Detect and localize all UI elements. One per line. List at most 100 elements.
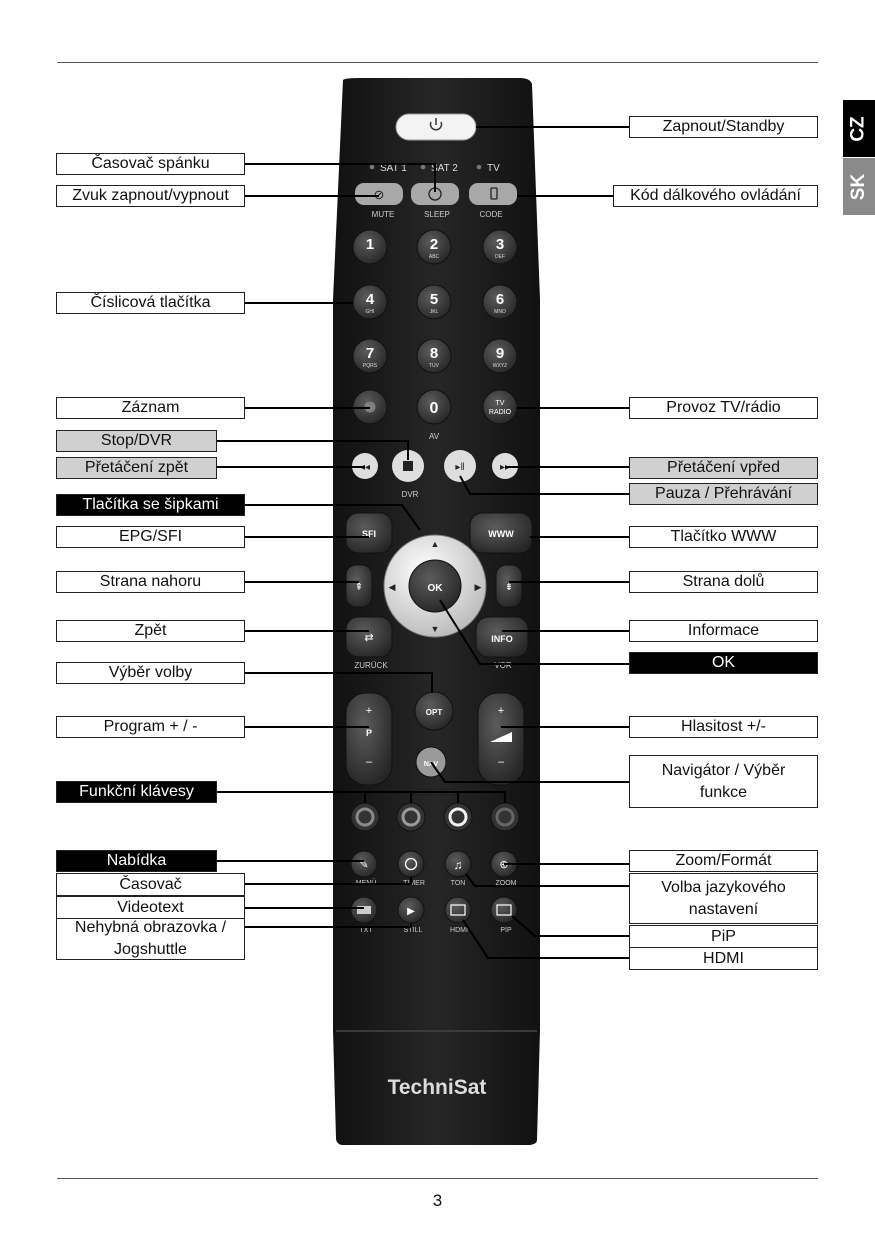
audio-button[interactable] [444,850,472,878]
pip-button[interactable] [490,896,518,924]
mute-button[interactable] [355,183,403,205]
www-button[interactable] [469,512,533,554]
digit-0-button[interactable] [416,389,452,425]
label-arrow-buttons: Tlačítka se šipkami [56,494,245,516]
back-icon: ⇄ [364,632,373,644]
page-down-icon: ⇟ [505,582,513,593]
volume-icon [490,732,512,742]
wrench-icon: ✎ [359,859,368,871]
label-stop-dvr: Stop/DVR [56,430,217,452]
digit-8-letters: TUV [429,363,440,369]
ok-button[interactable] [408,559,462,613]
play-pause-button[interactable] [444,450,476,482]
function-key-yellow[interactable] [443,802,473,832]
label-hdmi: HDMI [629,947,818,970]
sfi-button[interactable] [345,512,393,554]
label-page-up: Strana nahoru [56,571,245,593]
label-still-jogshuttle: Nehybná obrazovka / Jogshuttle [56,918,245,960]
zuruck-label: ZURÜCK [354,661,388,670]
digit-2-button[interactable] [416,229,452,265]
label-digit-buttons: Číslicová tlačítka [56,292,245,314]
timer-button[interactable] [397,850,425,878]
source-tv: TV [487,163,500,174]
brand-logo: TechniSat [388,1076,487,1099]
digit-3-letters: DEF [495,254,505,260]
page-up-button[interactable] [345,564,373,608]
function-key-blue-ring [495,807,515,827]
digit-9-label: 9 [496,345,504,362]
hdmi-button[interactable] [444,896,472,924]
label-rewind: Přetáčení zpět [56,457,217,479]
hdmi-icon [450,904,466,916]
digit-2-letters: ABC [429,254,440,260]
label-program: Program + / - [56,716,245,738]
tv-radio-button[interactable] [482,389,518,425]
source-sat1: SAT 1 [380,163,407,174]
program-rocker[interactable] [345,692,393,786]
digit-5-letters: JKL [430,309,439,315]
digit-8-label: 8 [430,345,438,362]
page-up-icon: ⇞ [355,582,363,593]
still-label: STILL [404,927,423,934]
menu-button[interactable] [350,850,378,878]
digit-2-label: 2 [430,236,438,253]
digit-6-button[interactable] [482,284,518,320]
led-sat1 [369,164,375,170]
www-label: WWW [488,529,514,539]
top-rule [57,62,818,63]
sleep-button[interactable] [411,183,459,205]
digit-3-button[interactable] [482,229,518,265]
label-function-keys: Funkční klávesy [56,781,217,803]
function-key-yellow-ring [448,807,468,827]
opt-button[interactable] [414,691,454,731]
lang-tab-inactive[interactable]: SK [843,158,875,215]
label-ok: OK [629,652,818,674]
digit-4-letters: GHI [366,309,375,315]
label-mute: Zvuk zapnout/vypnout [56,185,245,207]
source-sat2: SAT 2 [431,163,458,174]
ok-label: OK [428,583,444,594]
hdmi-label: HDMI [450,927,468,934]
info-button[interactable] [475,616,529,658]
timer-label: TIMER [403,880,425,887]
program-minus: – [366,756,373,768]
code-label: CODE [479,210,502,219]
label-pause-play: Pauza / Přehrávání [629,483,818,505]
page-down-button[interactable] [495,564,523,608]
power-button[interactable] [395,113,477,141]
digit-3-label: 3 [496,236,504,253]
digit-9-button[interactable] [482,338,518,374]
label-www-button: Tlačítko WWW [629,526,818,548]
label-menu: Nabídka [56,850,217,872]
label-option-select: Výběr volby [56,662,245,684]
digit-8-button[interactable] [416,338,452,374]
function-key-red[interactable] [350,802,380,832]
tv-radio-label-top: TV [496,400,505,407]
av-label: AV [429,432,440,441]
zoom-label: ZOOM [496,880,517,887]
leader-lines [217,126,629,959]
code-icon [490,187,498,200]
play-pause-icon: ▸‖ [455,462,464,473]
sfi-label: SFI [362,529,376,539]
pip-label: PIP [500,927,512,934]
function-key-green-ring [401,807,421,827]
back-button[interactable] [345,616,393,658]
label-zoom-format: Zoom/Formát [629,850,818,872]
lang-tab-active[interactable]: CZ [843,100,875,157]
arrow-right-icon: ▶ [475,582,482,592]
mute-label: MUTE [372,210,395,219]
digit-1-button[interactable] [352,229,388,265]
code-button[interactable] [469,183,517,205]
power-icon [429,118,443,131]
digit-5-button[interactable] [416,284,452,320]
label-info: Informace [629,620,818,642]
txt-label: TXT [359,927,373,934]
digit-7-button[interactable] [352,338,388,374]
ton-label: TON [451,880,466,887]
function-key-blue[interactable] [490,802,520,832]
function-key-green[interactable] [396,802,426,832]
opt-label: OPT [426,708,443,717]
